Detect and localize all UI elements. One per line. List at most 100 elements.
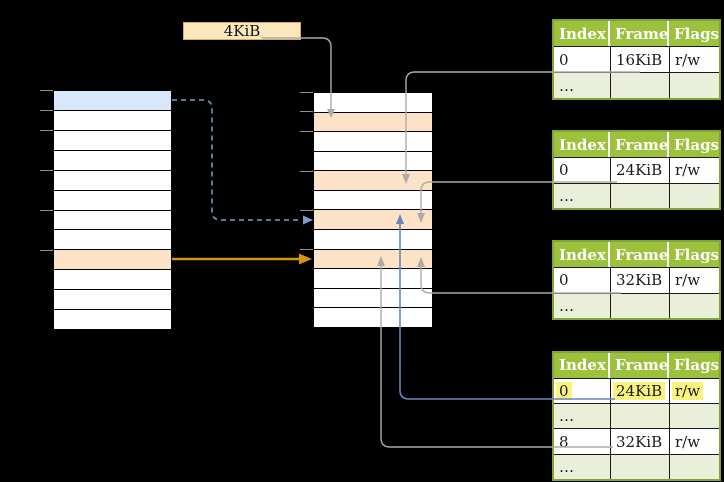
highlight-flags: r/w	[672, 381, 704, 400]
flags-cell: r/w	[669, 429, 719, 454]
address-tick	[300, 171, 313, 172]
index-cell: 0	[554, 379, 610, 403]
address-tick	[40, 110, 53, 111]
page-table-entry: 8 32KiB r/w	[554, 428, 719, 454]
index-cell: …	[559, 296, 574, 315]
column-header-frame: Frame	[608, 353, 668, 378]
index-cell: …	[559, 457, 574, 476]
index-cell: …	[559, 407, 574, 426]
column-header-index: Index	[559, 245, 606, 264]
address-tick	[300, 210, 313, 211]
memory-row	[54, 130, 171, 151]
page-table-header: Index Frame Flags	[554, 353, 719, 378]
flags-cell: r/w	[669, 158, 719, 183]
index-cell: 0	[559, 161, 569, 180]
virtual-memory-page-row	[54, 91, 171, 111]
address-tick	[300, 249, 313, 250]
physical-frame-row	[314, 249, 432, 270]
flags-cell	[669, 293, 719, 318]
highlight-index: 0	[556, 381, 572, 400]
index-cell: 0	[559, 50, 569, 69]
virtual-memory-page-row	[54, 250, 171, 271]
frame-cell: 24KiB	[610, 158, 669, 183]
flags-cell	[669, 454, 719, 479]
memory-row	[54, 230, 171, 251]
address-tick	[300, 111, 313, 112]
flags-cell	[669, 183, 719, 208]
address-tick	[40, 210, 53, 211]
column-header-frame: Frame	[608, 21, 668, 47]
index-cell: 8	[559, 432, 569, 451]
memory-row	[314, 269, 432, 289]
memory-row	[314, 308, 432, 327]
index-cell: 0	[559, 271, 569, 290]
address-tick	[300, 131, 313, 132]
memory-row	[54, 190, 171, 211]
memory-row	[54, 210, 171, 231]
frame-size-label: 4KiB	[183, 22, 301, 40]
memory-row	[314, 132, 432, 152]
frame-cell: 24KiB	[610, 378, 669, 404]
memory-row	[54, 150, 171, 171]
page-table-1: Index Frame Flags 0 16KiB r/w …	[552, 19, 721, 100]
column-header-flags: Flags	[667, 21, 719, 47]
physical-frame-row	[314, 112, 432, 133]
address-tick	[40, 250, 53, 251]
physical-frame-row	[314, 210, 432, 231]
page-table-3: Index Frame Flags 0 32KiB r/w …	[552, 240, 721, 320]
address-tick	[40, 130, 53, 131]
index-cell: …	[559, 76, 574, 95]
frame-cell	[610, 293, 669, 318]
page-table-entry-highlighted: 0 24KiB r/w	[554, 377, 719, 404]
page-table-ellipsis-row: …	[554, 403, 719, 429]
physical-memory-table	[313, 92, 433, 328]
page-table-header: Index Frame Flags	[554, 132, 719, 157]
frame-cell: 16KiB	[610, 47, 669, 73]
page-table-4: Index Frame Flags 0 24KiB r/w … 8 32KiB …	[552, 351, 721, 481]
column-header-index: Index	[559, 24, 606, 43]
physical-frame-row	[314, 171, 432, 191]
flags-cell: r/w	[669, 378, 719, 404]
frame-cell	[610, 404, 669, 429]
column-header-flags: Flags	[667, 242, 719, 267]
memory-row	[314, 151, 432, 172]
column-header-frame: Frame	[608, 242, 668, 267]
page-table-entry: 0 32KiB r/w	[554, 267, 719, 293]
page-table-entry: 0 24KiB r/w	[554, 157, 719, 183]
flags-cell: r/w	[669, 268, 719, 293]
column-header-index: Index	[559, 135, 606, 154]
arrow-virtual-page-orange	[172, 253, 312, 265]
column-header-flags: Flags	[667, 353, 719, 378]
flags-cell	[669, 404, 719, 429]
virtual-memory-table	[53, 90, 172, 330]
memory-row	[54, 290, 171, 311]
page-table-ellipsis-row: …	[554, 292, 719, 318]
address-tick	[40, 90, 53, 91]
column-header-frame: Frame	[608, 132, 668, 157]
memory-row	[314, 288, 432, 309]
memory-row	[314, 93, 432, 113]
memory-row	[54, 310, 171, 330]
flags-cell	[669, 73, 719, 98]
frame-cell: 32KiB	[610, 429, 669, 454]
frame-cell	[610, 73, 669, 98]
arrow-virtual-page-dashed	[172, 99, 313, 225]
page-table-ellipsis-row: …	[554, 72, 719, 98]
page-table-entry: 0 16KiB r/w	[554, 46, 719, 73]
memory-row	[54, 110, 171, 131]
flags-cell: r/w	[669, 47, 719, 73]
frame-cell	[610, 454, 669, 479]
memory-row	[314, 190, 432, 211]
page-table-2: Index Frame Flags 0 24KiB r/w …	[552, 130, 721, 210]
page-table-header: Index Frame Flags	[554, 21, 719, 47]
index-cell: …	[559, 186, 574, 205]
highlight-frame: 24KiB	[613, 381, 666, 400]
page-table-header: Index Frame Flags	[554, 242, 719, 267]
memory-row	[314, 230, 432, 250]
memory-row	[54, 270, 171, 291]
column-header-flags: Flags	[667, 132, 719, 157]
frame-cell	[610, 183, 669, 208]
page-table-ellipsis-row: …	[554, 453, 719, 479]
column-header-index: Index	[559, 356, 606, 375]
